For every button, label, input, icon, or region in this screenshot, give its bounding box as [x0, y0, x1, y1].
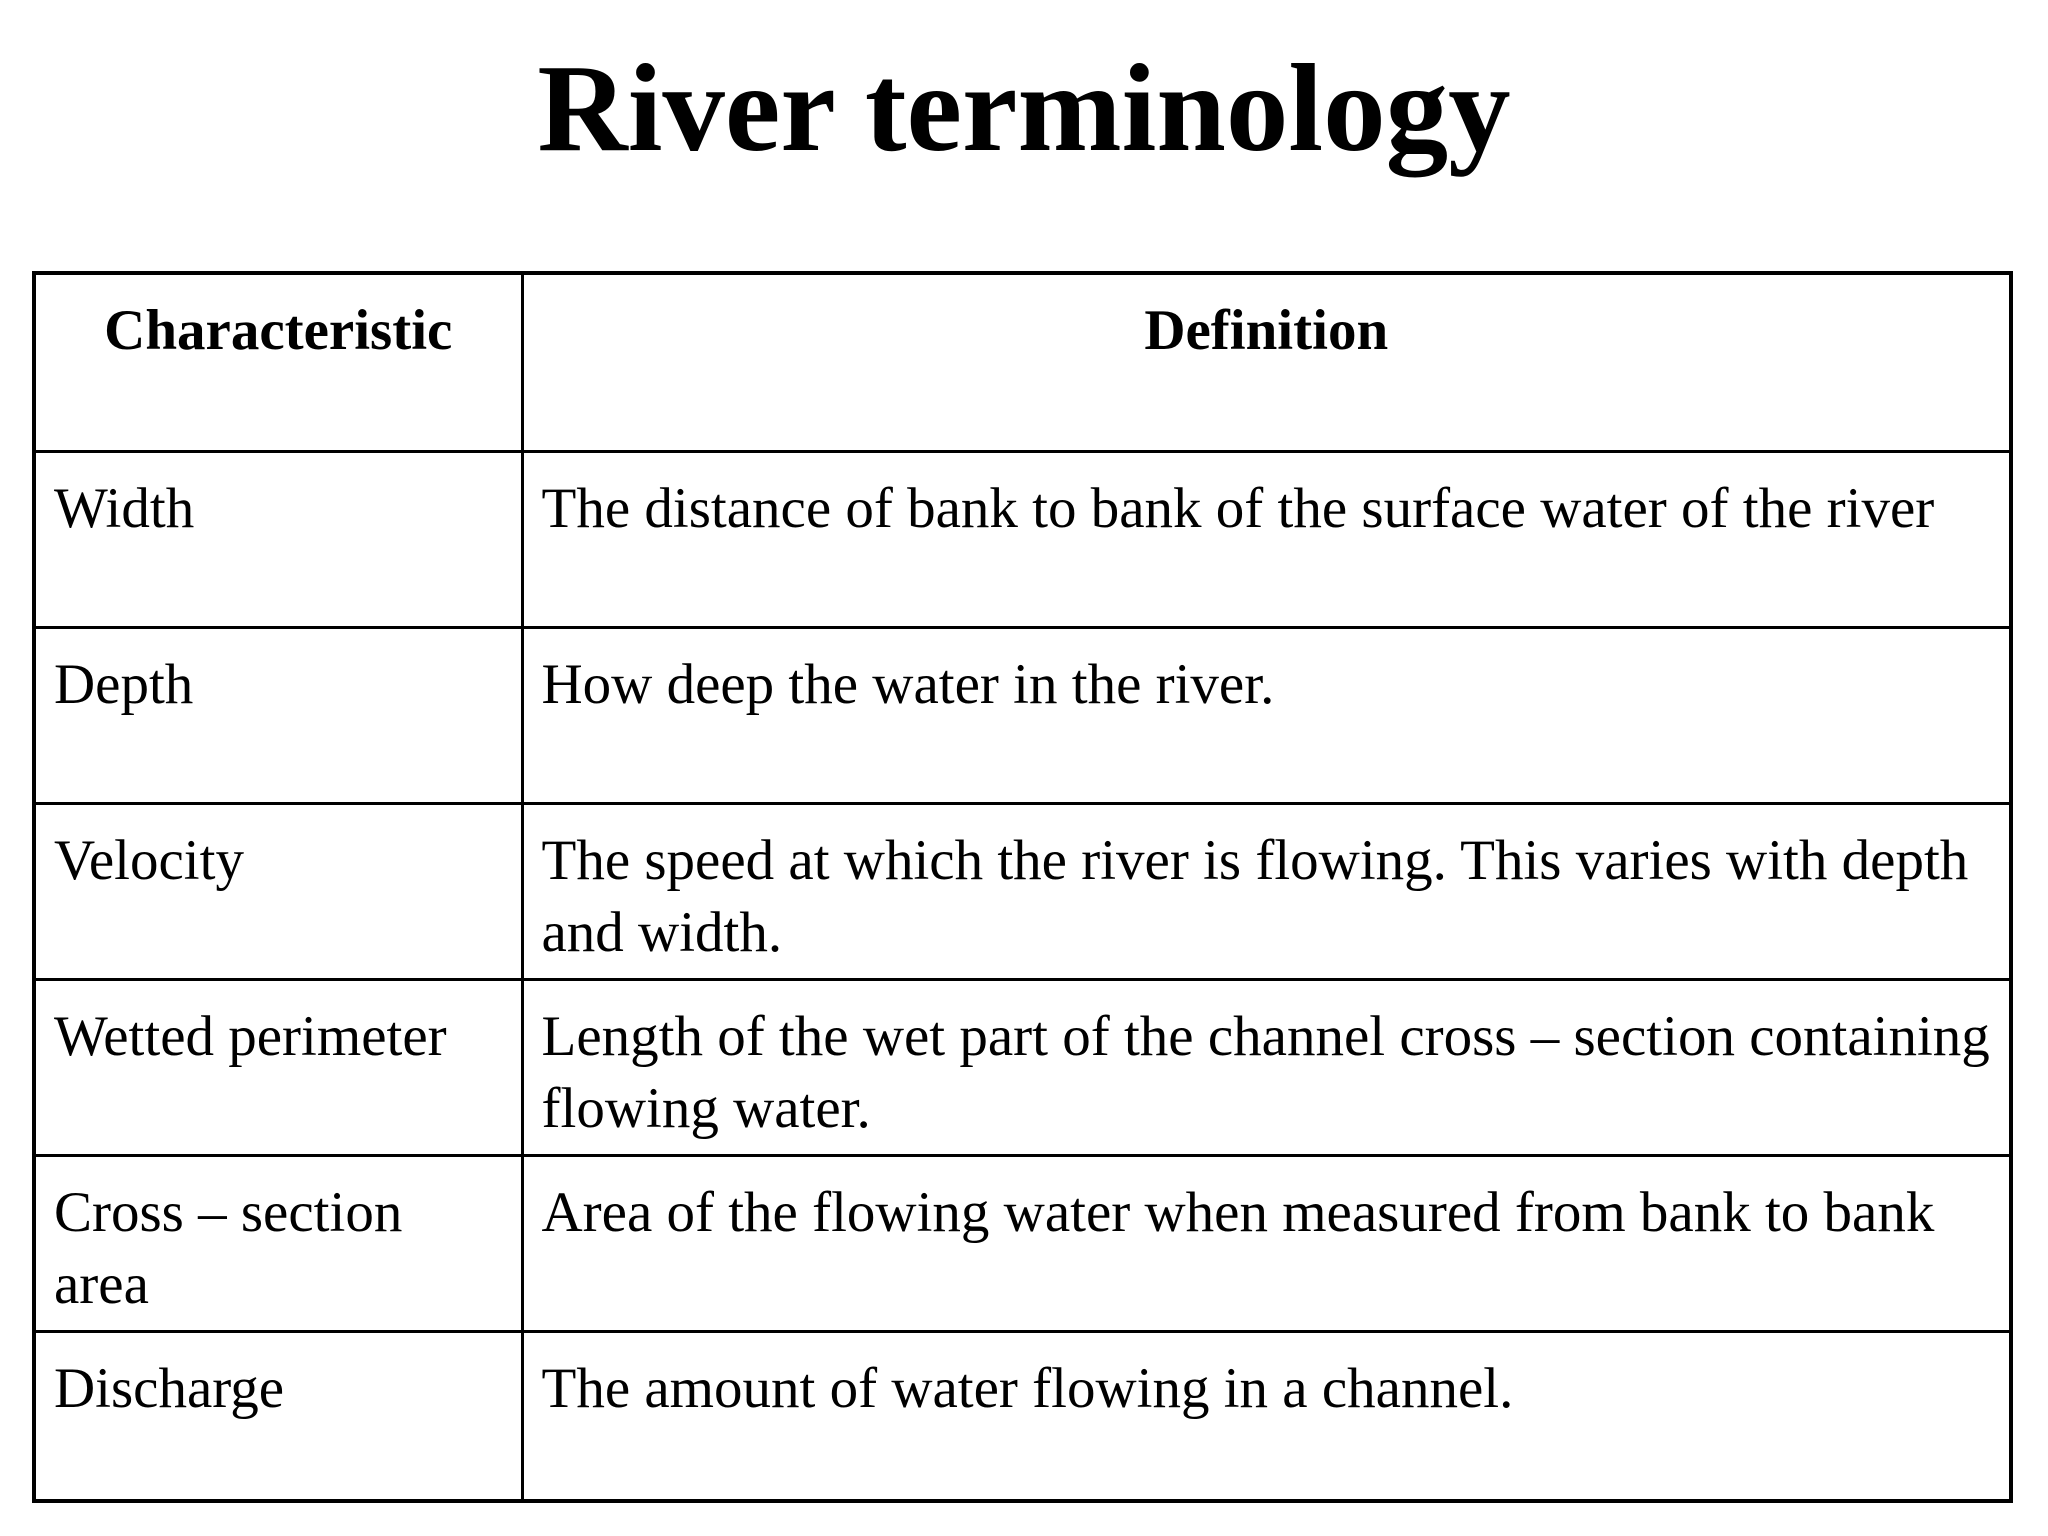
characteristic-cell: Width [32, 449, 524, 629]
table-row-discharge: Discharge The amount of water flowing in… [32, 1329, 2013, 1503]
definition-cell: How deep the water in the river. [520, 625, 2013, 805]
page-title: River terminology [537, 40, 1511, 178]
characteristic-cell: Wetted perimeter [32, 977, 524, 1157]
characteristic-cell: Velocity [32, 801, 524, 981]
column-header-characteristic: Characteristic [32, 271, 524, 453]
column-header-definition: Definition [520, 271, 2013, 453]
definition-cell: Area of the flowing water when measured … [520, 1153, 2013, 1333]
definition-cell: The distance of bank to bank of the surf… [520, 449, 2013, 629]
table-row-width: Width The distance of bank to bank of th… [32, 449, 2013, 629]
table-row-depth: Depth How deep the water in the river. [32, 625, 2013, 805]
characteristic-cell: Cross – section area [32, 1153, 524, 1333]
river-terminology-table: Characteristic Definition Width The dist… [32, 271, 2013, 1503]
characteristic-cell: Discharge [32, 1329, 524, 1503]
table-row-velocity: Velocity The speed at which the river is… [32, 801, 2013, 981]
definition-cell: Length of the wet part of the channel cr… [520, 977, 2013, 1157]
table-row-wetted-perimeter: Wetted perimeter Length of the wet part … [32, 977, 2013, 1157]
table-row-cross-section-area: Cross – section area Area of the flowing… [32, 1153, 2013, 1333]
definition-cell: The speed at which the river is flowing.… [520, 801, 2013, 981]
definition-cell: The amount of water flowing in a channel… [520, 1329, 2013, 1503]
characteristic-cell: Depth [32, 625, 524, 805]
table-header-row: Characteristic Definition [32, 271, 2013, 453]
